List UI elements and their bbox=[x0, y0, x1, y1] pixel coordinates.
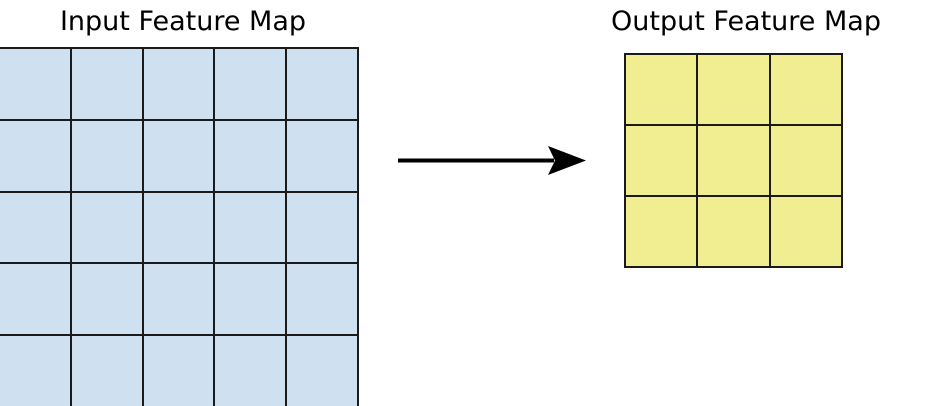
input-cell bbox=[71, 120, 142, 191]
input-cell bbox=[143, 49, 214, 119]
input-cell bbox=[71, 192, 142, 263]
input-cell bbox=[0, 120, 70, 191]
right-arrow-icon bbox=[398, 146, 586, 175]
input-cell bbox=[143, 120, 214, 191]
output-cell bbox=[698, 126, 769, 195]
input-feature-map-grid bbox=[0, 47, 359, 406]
output-cell bbox=[770, 55, 841, 124]
output-cell bbox=[698, 197, 769, 266]
output-cell bbox=[626, 55, 697, 124]
input-cell bbox=[71, 49, 142, 119]
input-cell bbox=[287, 192, 357, 263]
input-cell bbox=[71, 264, 142, 335]
input-cell bbox=[71, 336, 142, 406]
input-cell bbox=[287, 120, 357, 191]
arrow-head bbox=[548, 146, 586, 175]
output-cell bbox=[626, 126, 697, 195]
output-cell bbox=[698, 55, 769, 124]
input-cell bbox=[287, 264, 357, 335]
output-cell bbox=[770, 126, 841, 195]
input-cell bbox=[143, 336, 214, 406]
input-cell bbox=[287, 336, 357, 406]
input-cell bbox=[143, 264, 214, 335]
input-cell bbox=[287, 49, 357, 119]
input-cell bbox=[215, 192, 286, 263]
output-feature-map-grid bbox=[624, 53, 843, 268]
input-cell bbox=[0, 264, 70, 335]
input-cell bbox=[0, 336, 70, 406]
input-cell bbox=[0, 192, 70, 263]
input-cell bbox=[143, 192, 214, 263]
input-cell bbox=[215, 336, 286, 406]
output-cell bbox=[626, 197, 697, 266]
input-cell bbox=[0, 49, 70, 119]
input-cell bbox=[215, 120, 286, 191]
output-feature-map-title: Output Feature Map bbox=[611, 6, 881, 37]
input-feature-map-title: Input Feature Map bbox=[59, 6, 307, 37]
output-cell bbox=[770, 197, 841, 266]
input-cell bbox=[215, 264, 286, 335]
input-cell bbox=[215, 49, 286, 119]
